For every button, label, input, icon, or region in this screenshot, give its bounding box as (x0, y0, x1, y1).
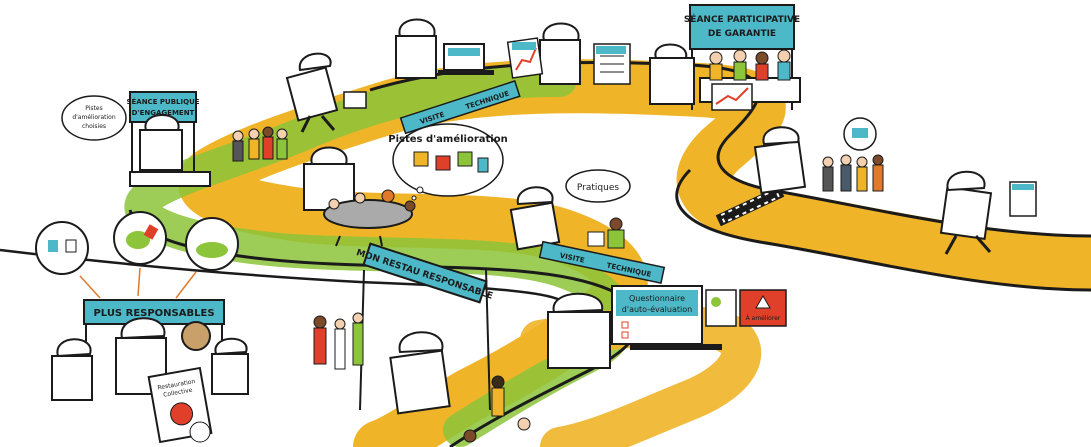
questionnaire-line1: Questionnaire (629, 294, 685, 303)
outcome-circle-1 (35, 221, 89, 275)
path-outline-middle (128, 209, 641, 447)
chef-hat-icon (310, 146, 348, 165)
chef-hat-icon (946, 170, 986, 192)
pistes-choisies-line2: d'amélioration (72, 114, 116, 121)
plus-responsables-label: PLUS RESPONSABLES (93, 308, 214, 319)
chef-at-laptop (395, 18, 494, 79)
walking-chef-right (939, 170, 1037, 255)
chef-hat-icon (516, 186, 554, 206)
engagement-stage: SÉANCE PUBLIQUE D'ENGAGEMENT Pistes d'am… (61, 91, 211, 187)
medal-icon (181, 321, 211, 351)
chef-hat-icon (552, 292, 604, 314)
engagement-sign-line2: D'ENGAGEMENT (132, 109, 195, 117)
chef-hat-icon (542, 22, 580, 41)
garantie-sign-board (689, 4, 795, 50)
chef-hat-icon (654, 43, 688, 59)
chef-hat-icon (298, 52, 332, 72)
pratiques-bubble (565, 169, 631, 203)
a-ameliorer-label: À améliorer (746, 315, 781, 322)
walking-chef-upper (285, 52, 367, 133)
chef-hat-icon (398, 331, 444, 354)
path-outline-bottom (675, 168, 1091, 292)
audience-group-left (232, 126, 288, 162)
pistes-amelioration-cloud: Pistes d'amélioration (388, 123, 508, 201)
chef-hat-icon (214, 337, 248, 356)
chef-hat-icon (120, 317, 166, 340)
pistes-choisies-line1: Pistes (85, 105, 102, 112)
plus-responsables-stage: PLUS RESPONSABLES Restauration Collectiv… (35, 211, 249, 444)
meeting-table (303, 146, 416, 247)
audit-group-right (753, 117, 884, 194)
pistes-choisies-bubble (61, 95, 127, 141)
chef-hat-icon (56, 338, 92, 358)
garantie-chef-box (649, 57, 695, 105)
crosswalk (715, 185, 785, 227)
chef-with-checklist (506, 22, 631, 85)
chef-hat-icon (398, 18, 436, 37)
chef-hat-icon (144, 114, 180, 131)
pratiques-scene: Pratiques (509, 169, 631, 251)
garantie-stage: SÉANCE PARTICIPATIVE DE GARANTIE (649, 4, 801, 111)
warning-icon (755, 295, 771, 309)
chef-hat-icon (762, 126, 800, 146)
pistes-choisies-line3: choisies (82, 123, 106, 130)
path-outline-lower (0, 248, 561, 302)
engagement-sign-line1: SÉANCE PUBLIQUE (126, 97, 199, 106)
pratiques-label: Pratiques (577, 183, 619, 193)
questionnaire-line2: d'auto-évaluation (622, 304, 692, 314)
garantie-sign-line1: SÉANCE PARTICIPATIVE (684, 13, 800, 25)
pistes-amelioration-title: Pistes d'amélioration (388, 133, 507, 145)
questionnaire-station: Questionnaire d'auto-évaluation À amélio… (547, 285, 787, 369)
visite-technique-ribbon-lower: VISITE TECHNIQUE (538, 240, 666, 285)
garantie-sign-line2: DE GARANTIE (708, 29, 776, 39)
laptop-icon (443, 43, 485, 71)
